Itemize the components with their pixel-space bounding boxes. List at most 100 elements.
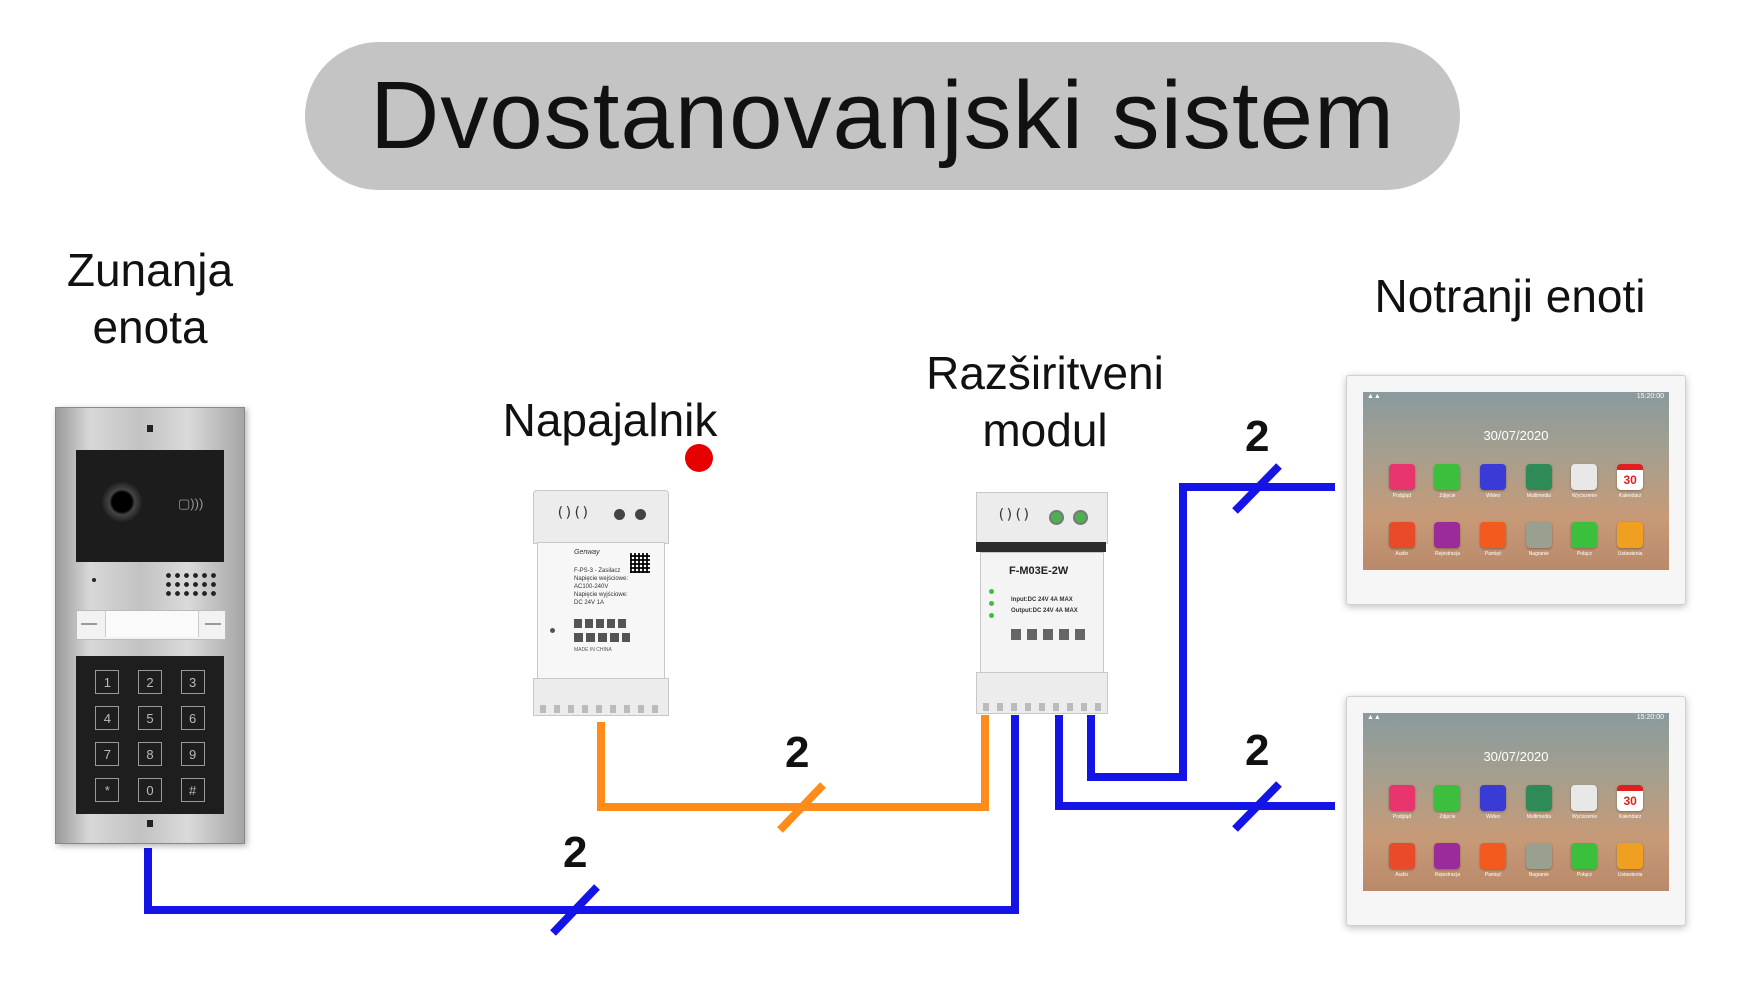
app-tile[interactable]: Podgląd — [1379, 785, 1425, 825]
psu-led-icon — [550, 628, 555, 633]
app-tile[interactable]: Wideo — [1470, 785, 1516, 825]
power-wire — [597, 715, 989, 811]
camera-lens-icon — [102, 482, 142, 522]
app-tile[interactable]: Ustawienia — [1607, 522, 1653, 562]
app-icon — [1388, 464, 1415, 490]
app-label: Zdjęcie — [1439, 493, 1456, 499]
keypad-key[interactable]: 3 — [180, 670, 205, 694]
calendar-icon: 30 — [1617, 785, 1644, 811]
app-label: Połącz — [1576, 551, 1592, 557]
expander-bottom-terminals — [976, 672, 1108, 714]
keypad-key[interactable]: 2 — [137, 670, 162, 694]
keypad-key[interactable]: * — [95, 778, 120, 802]
door-bus-wire — [144, 715, 1019, 914]
app-tile[interactable]: Wyciszenie — [1562, 785, 1608, 825]
app-icon — [1571, 785, 1598, 811]
rfid-icon: ▢))) — [178, 496, 204, 511]
app-tile[interactable]: Połącz — [1562, 843, 1608, 883]
keypad-key[interactable]: 4 — [95, 706, 120, 730]
mic-dot-icon — [92, 578, 96, 582]
psu-input-label: Napięcie wejściowe: — [574, 576, 629, 582]
expander-rail-band — [976, 542, 1106, 552]
clock-time: 15:20:00 — [1636, 393, 1664, 400]
expander-model: F-M03E-2W — [1009, 565, 1069, 577]
app-tile[interactable]: Zdjęcie — [1425, 785, 1471, 825]
keypad-key[interactable]: # — [180, 778, 205, 802]
app-label: Wyciszenie — [1571, 493, 1598, 499]
led-icon — [989, 601, 994, 606]
indoor-units-label: Notranji enoti — [1374, 270, 1646, 322]
app-tile[interactable]: Podgląd — [1379, 464, 1425, 504]
app-tile[interactable]: Połącz — [1562, 522, 1608, 562]
app-tile[interactable]: Multimedia — [1516, 785, 1562, 825]
app-tile[interactable]: Rejestracja — [1425, 843, 1471, 883]
app-icon — [1571, 464, 1598, 490]
ce-marks-icon — [574, 633, 630, 642]
screw-top-icon — [147, 425, 153, 432]
keypad-key[interactable]: 0 — [137, 778, 162, 802]
app-tile[interactable]: Nagranie — [1516, 843, 1562, 883]
bottom-wire-slash — [1232, 781, 1282, 832]
app-tile[interactable]: Pamięć — [1470, 522, 1516, 562]
app-icon — [1525, 785, 1552, 811]
expander-front-panel: F-M03E-2W Input:DC 24V 4A MAX Output:DC … — [980, 552, 1104, 674]
app-tile[interactable]: Zdjęcie — [1425, 464, 1471, 504]
app-label: Pamięć — [1484, 872, 1502, 878]
keypad-key[interactable]: 9 — [180, 742, 205, 766]
app-tile[interactable]: Multimedia — [1516, 464, 1562, 504]
app-label: Wideo — [1486, 493, 1501, 499]
certification-marks-icon — [574, 619, 628, 628]
power-wire-count: 2 — [785, 728, 810, 777]
app-icon — [1434, 785, 1461, 811]
app-tile[interactable]: Ustawienia — [1607, 843, 1653, 883]
clock-time: 15:20:00 — [1636, 714, 1664, 721]
expander-vent-marks — [983, 703, 1101, 711]
app-tile[interactable]: Wideo — [1470, 464, 1516, 504]
app-tile[interactable]: Rejestracja — [1425, 522, 1471, 562]
date-display: 30/07/2020 — [1483, 749, 1549, 764]
keypad-key[interactable]: 8 — [137, 742, 162, 766]
app-icon — [1388, 785, 1415, 811]
app-tile[interactable]: Wyciszenie — [1562, 464, 1608, 504]
keypad-key[interactable]: 1 — [95, 670, 120, 694]
name-plate — [76, 610, 226, 640]
psu-screw-icon — [614, 509, 625, 520]
keypad-key[interactable]: 5 — [137, 706, 162, 730]
app-label: Połącz — [1576, 872, 1592, 878]
app-icon — [1571, 843, 1598, 869]
power-wire-slash — [777, 782, 826, 833]
expander-specs: Input:DC 24V 4A MAX Output:DC 24V 4A MAX — [1011, 595, 1078, 617]
keypad-key[interactable]: 6 — [180, 706, 205, 730]
outdoor-unit-label-line2: enota — [92, 301, 208, 353]
app-icon — [1434, 522, 1461, 548]
name-plate-dash-left — [81, 623, 97, 625]
app-tile[interactable]: Nagranie — [1516, 522, 1562, 562]
app-icon — [1480, 785, 1507, 811]
psu-input-value: AC100-240V — [574, 584, 609, 590]
app-tile[interactable]: Pamięć — [1470, 843, 1516, 883]
certification-marks-icon — [1011, 629, 1091, 640]
app-label: Wideo — [1486, 814, 1501, 820]
title-pill: Dvostanovanjski sistem — [305, 42, 1460, 190]
app-label: Ustawienia — [1617, 551, 1643, 557]
app-label: Ustawienia — [1617, 872, 1643, 878]
psu-origin: MADE IN CHINA — [574, 647, 612, 653]
app-icon — [1617, 522, 1644, 548]
keypad-key[interactable]: 7 — [95, 742, 120, 766]
app-tile[interactable]: Audio — [1379, 522, 1425, 562]
expander-screw-icon — [1073, 510, 1088, 525]
expander-module-device: ()() F-M03E-2W Input:DC 24V 4A MAX Outpu… — [976, 492, 1108, 714]
network-icon: ▲▲ — [1367, 714, 1381, 721]
app-label: Kalendarz — [1618, 493, 1642, 499]
app-tile[interactable]: Audio — [1379, 843, 1425, 883]
